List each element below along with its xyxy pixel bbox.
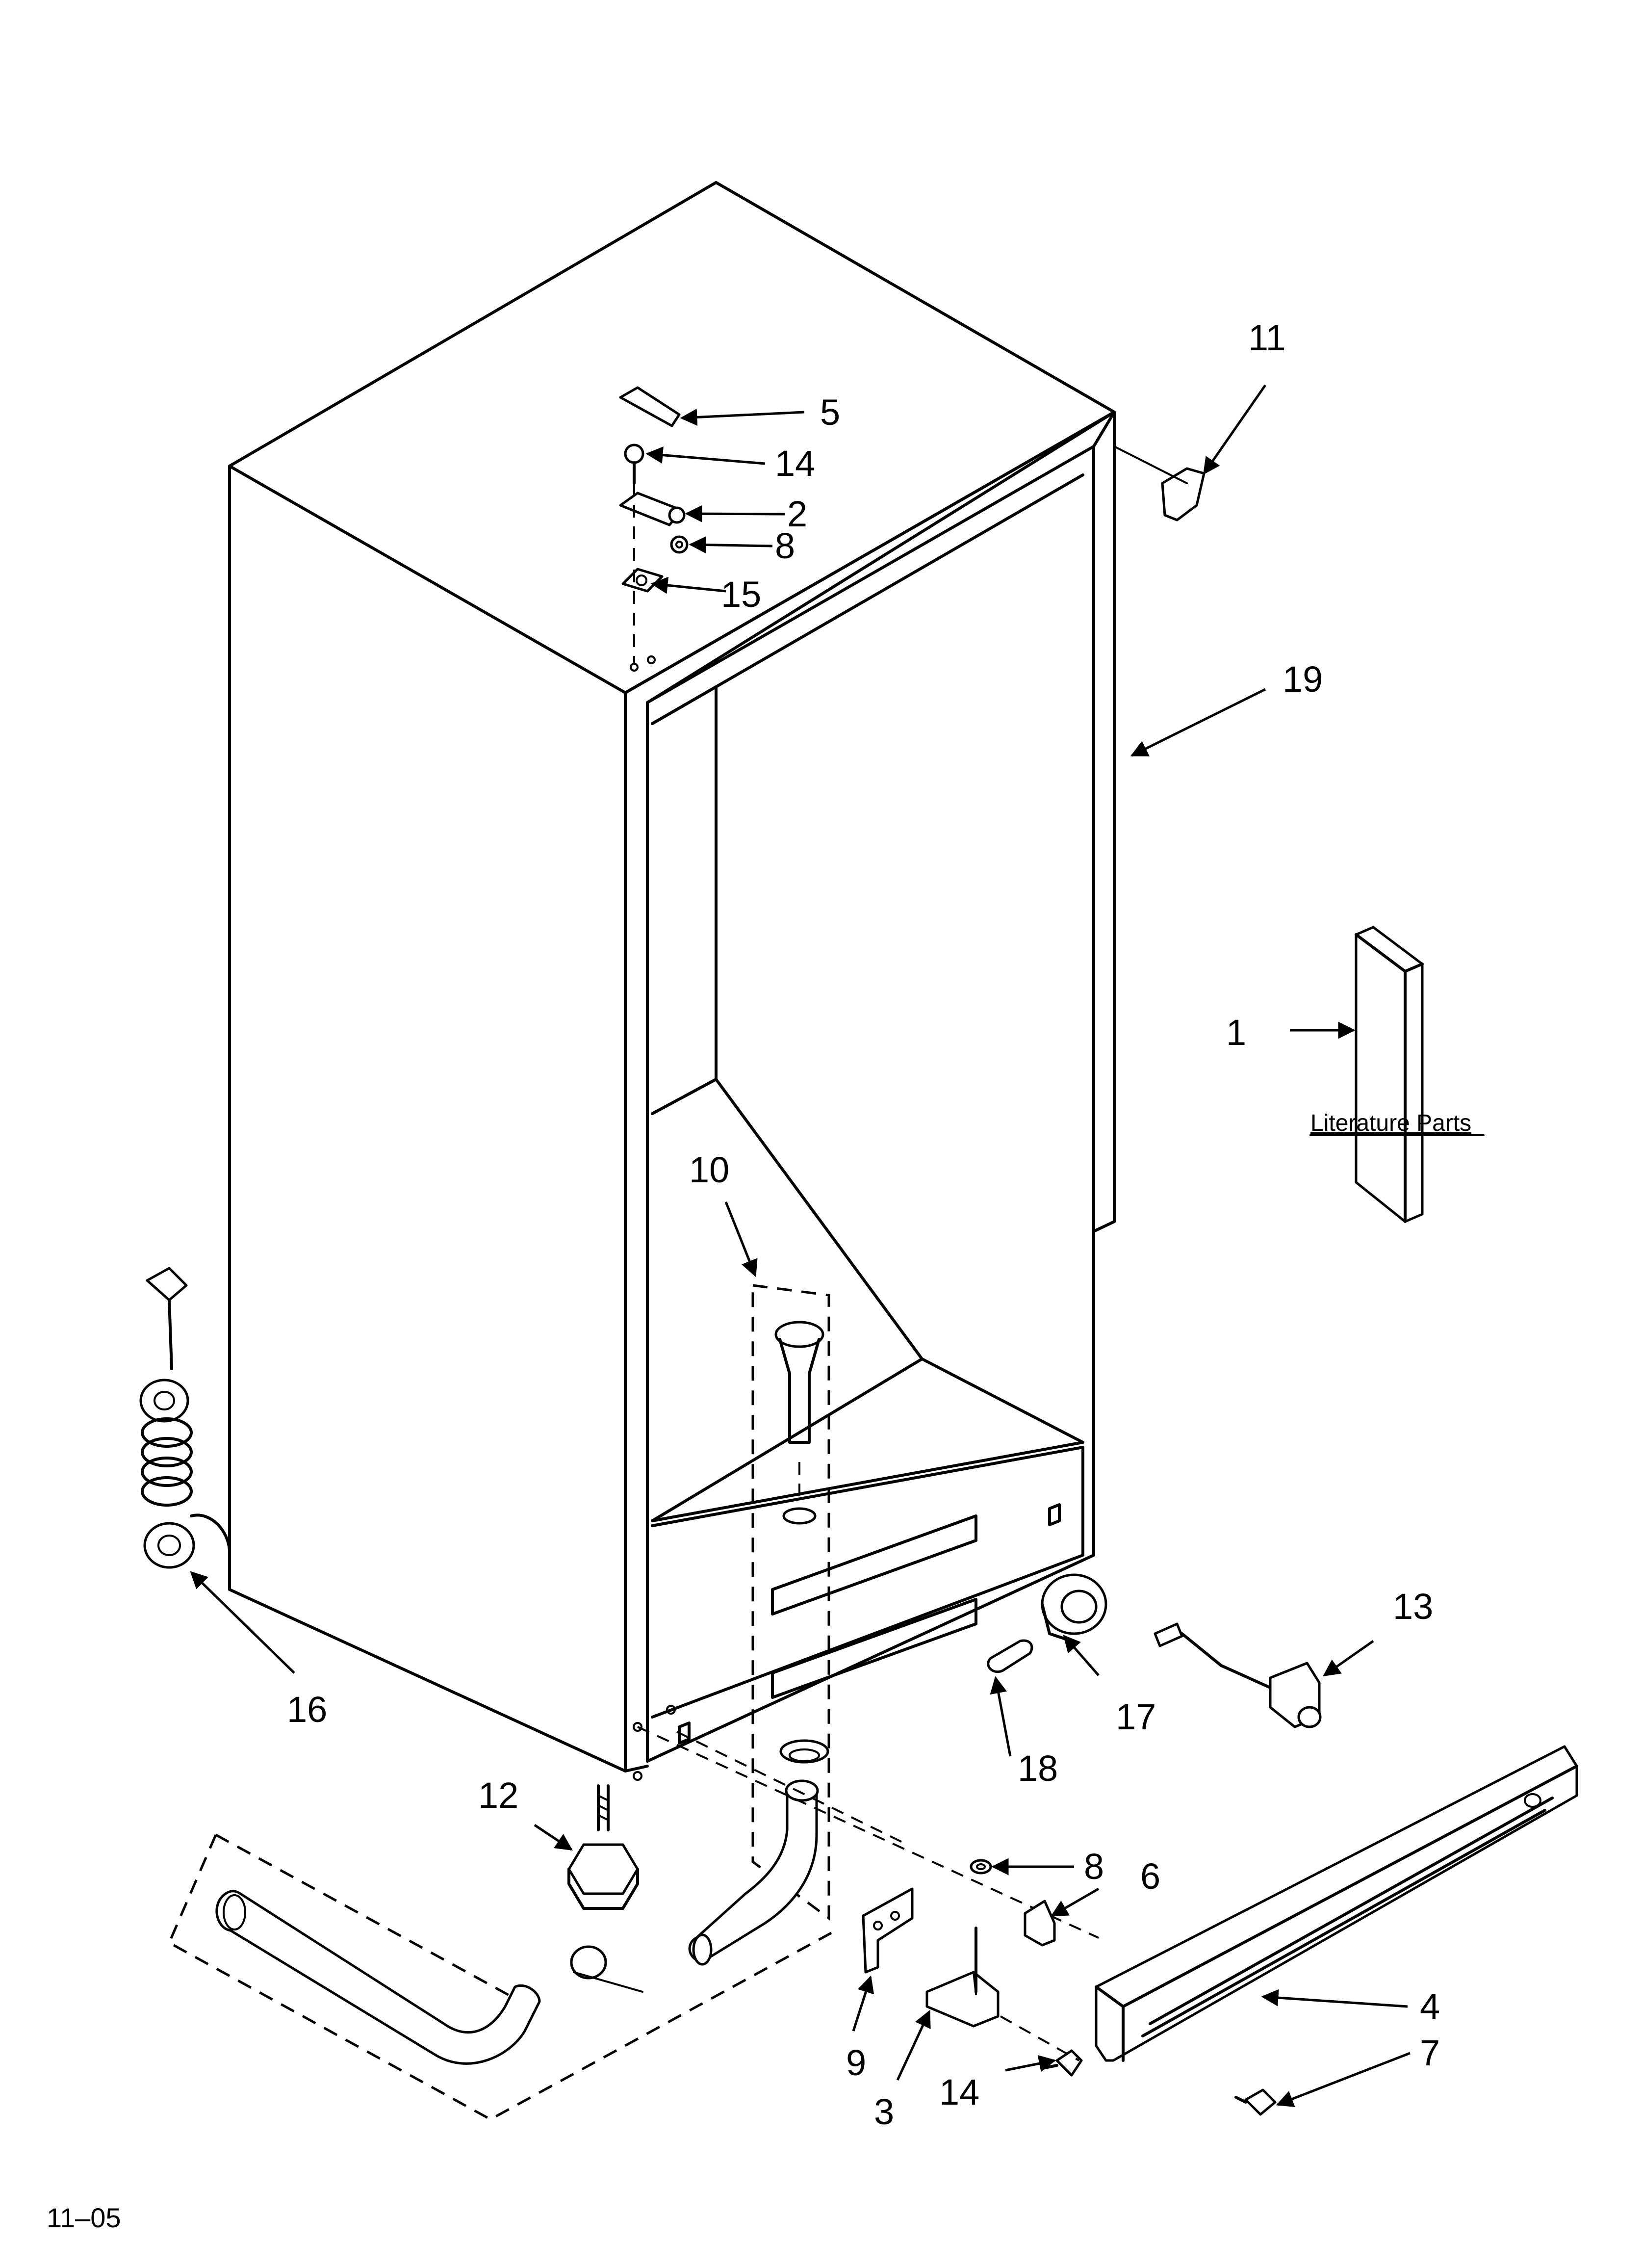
callout-15: 15	[721, 574, 761, 615]
drain-hose	[215, 1890, 541, 2065]
drain-elbow	[688, 1779, 819, 1966]
callout-19: 19	[1283, 659, 1323, 700]
hinge-pin-cover	[1161, 467, 1206, 521]
spacer	[1041, 1573, 1107, 1642]
power-cord	[139, 1267, 231, 1569]
callout-8-top: 8	[775, 525, 795, 566]
callout-3: 3	[874, 2091, 894, 2132]
callout-2: 2	[787, 494, 807, 534]
sensor-plate	[925, 1927, 1000, 2028]
callout-12: 12	[478, 1775, 518, 1816]
callout-14-top: 14	[775, 443, 815, 484]
hinge-screw	[624, 443, 644, 485]
drain-tube	[774, 1321, 824, 1525]
base-grille	[1095, 1745, 1578, 2062]
screw	[1043, 2049, 1083, 2077]
callout-7: 7	[1420, 2033, 1440, 2073]
hinge-bracket	[619, 492, 686, 526]
peg	[987, 1639, 1033, 1673]
callout-1: 1	[1226, 1012, 1246, 1053]
callout-16: 16	[287, 1689, 327, 1730]
callout-10: 10	[689, 1149, 729, 1190]
grille-screw	[1234, 2088, 1277, 2116]
callout-13: 13	[1393, 1586, 1433, 1627]
callout-4: 4	[1420, 1986, 1440, 2027]
callout-14-bottom: 14	[939, 2072, 979, 2112]
washer-lower	[970, 1859, 992, 1875]
footer-code: 11–05	[47, 2202, 121, 2233]
elbow-clamp	[779, 1739, 829, 1764]
hose-clamp	[570, 1945, 643, 1993]
callout-18: 18	[1018, 1748, 1058, 1789]
grille-clip	[1024, 1900, 1056, 1947]
callout-17: 17	[1116, 1696, 1156, 1737]
callout-9: 9	[846, 2042, 866, 2083]
leveling-leg	[567, 1784, 639, 1910]
cabinet	[228, 181, 1116, 1781]
literature-parts-label: Literature Parts	[1310, 1110, 1471, 1136]
hinge-shim	[621, 568, 664, 593]
callout-11: 11	[1248, 317, 1286, 358]
grille-bracket	[862, 1887, 914, 1974]
door-switch	[1154, 1622, 1322, 1728]
hinge-cover	[619, 386, 681, 427]
callout-5: 5	[820, 392, 840, 433]
literature-booklet	[1355, 926, 1424, 1223]
callout-6: 6	[1140, 1856, 1160, 1897]
callout-8-bottom: 8	[1084, 1846, 1104, 1887]
washer	[670, 535, 689, 554]
